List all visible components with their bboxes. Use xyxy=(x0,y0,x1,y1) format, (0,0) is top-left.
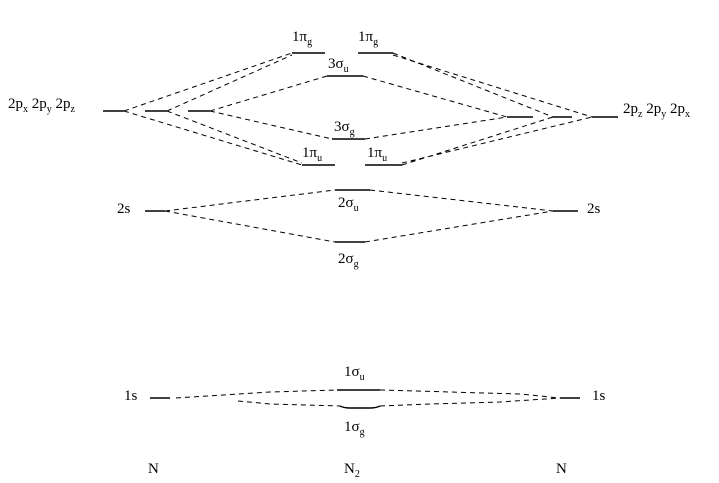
label-atom-left: N xyxy=(148,461,159,477)
label-1piu-left: 1πu xyxy=(302,145,323,164)
label-atom-right: N xyxy=(556,461,567,477)
correlation-lines-1s xyxy=(175,389,561,407)
label-right-2s: 2s xyxy=(587,201,601,217)
label-2sigu: 2σu xyxy=(338,195,359,214)
label-right-2p: 2pz 2py 2px xyxy=(623,101,690,120)
label-1sigu: 1σu xyxy=(344,364,365,383)
label-left-2p: 2px 2py 2pz xyxy=(8,96,75,115)
label-1sigg: 1σg xyxy=(344,419,365,438)
label-3sigg: 3σg xyxy=(334,119,355,138)
label-left-1s: 1s xyxy=(124,388,138,404)
correlation-lines-2s xyxy=(164,189,554,243)
level-1sigg xyxy=(339,405,381,409)
label-1pig-right: 1πg xyxy=(358,29,379,48)
label-molecule: N2 xyxy=(344,461,360,480)
correlation-lines-2p xyxy=(123,52,593,166)
label-1piu-right: 1πu xyxy=(367,145,388,164)
label-right-1s: 1s xyxy=(592,388,606,404)
label-left-2s: 2s xyxy=(117,201,131,217)
label-3sigu: 3σu xyxy=(328,56,349,75)
label-2sigg: 2σg xyxy=(338,251,359,270)
label-1pig-left: 1πg xyxy=(292,29,313,48)
